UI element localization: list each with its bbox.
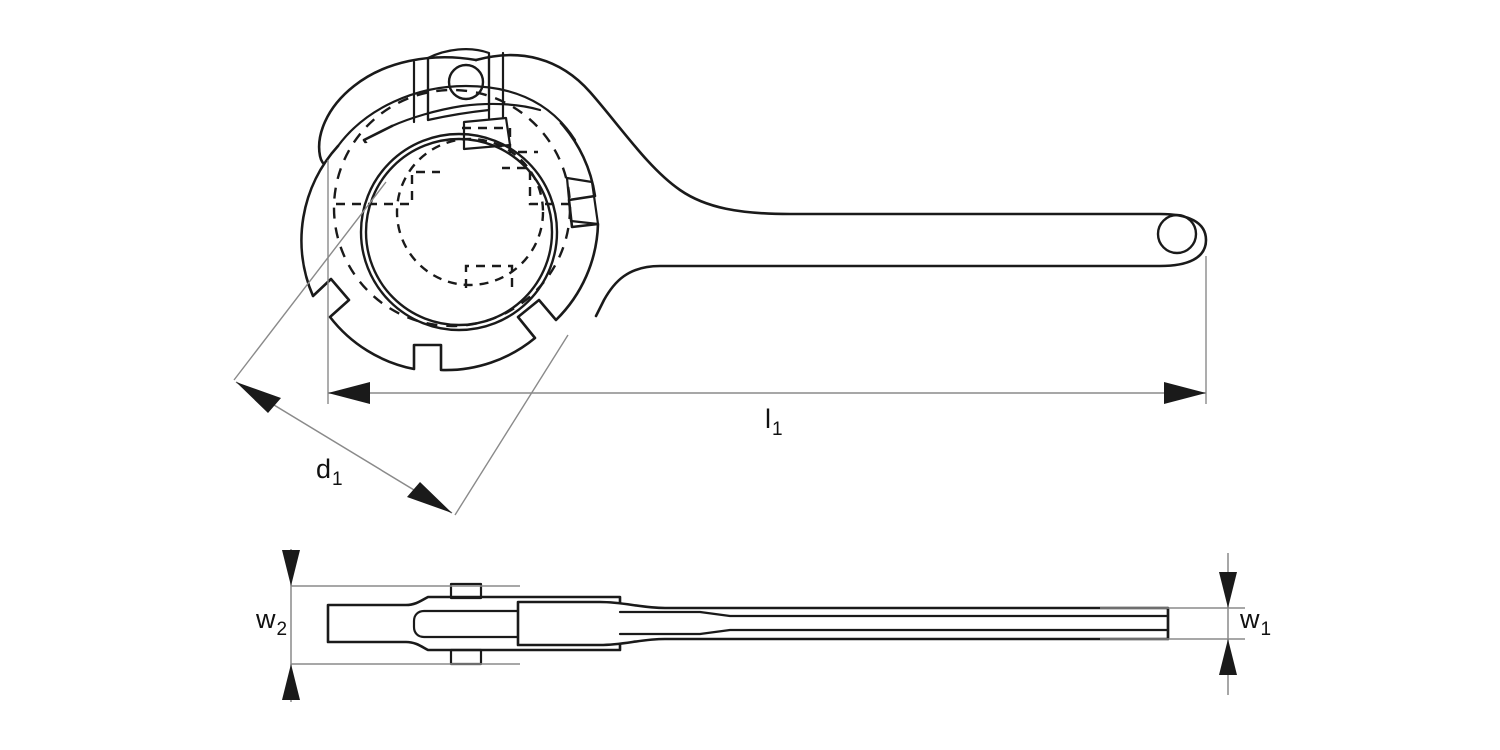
l1-arrow-left [328,382,370,404]
hidden-notch-right [502,166,570,206]
handle-eye-hole [1156,213,1198,255]
ring-lug-top [462,116,512,151]
l1-subscript: 1 [772,419,783,440]
ring-top-arc-highlight [336,84,577,148]
side-handle-inner-line-upper [618,610,1170,618]
w2-label: w2 [255,604,287,640]
w1-subscript: 1 [1261,619,1272,640]
side-pivot-lug-bottom [449,648,483,666]
d1-label: d1 [316,454,343,490]
w2-arrow-top [282,550,300,586]
ring-lug-right [565,176,600,226]
d1-extension-lower [454,334,569,516]
d1-extension-upper [233,181,387,381]
side-view-group [326,582,1170,666]
hook-jaw-inner-edge [390,102,542,128]
pivot-boss-body [426,48,491,122]
d1-arrow-upper [236,382,281,413]
nut-ring-inner-circle [359,132,559,332]
nut-outer-ring [300,121,600,372]
hidden-notch-top [462,126,538,154]
side-inner-jaw-plate [412,609,622,639]
hidden-workpiece-circle-inner [395,137,545,287]
l1-arrow-right [1164,382,1206,404]
hidden-notch-left [336,170,440,206]
l1-label: l1 [765,404,783,440]
w1-arrow-bottom [1219,639,1237,675]
w2-arrow-bottom [282,664,300,700]
w1-arrow-top [1219,572,1237,608]
nut-face-circle [364,137,554,327]
side-handle-inner-line-lower [618,628,1170,636]
w1-label: w1 [1239,604,1271,640]
handle-outline [474,53,1208,318]
d1-subscript: 1 [332,469,343,490]
dimension-l1: l1 [327,160,1207,440]
w2-subscript: 2 [277,619,288,640]
side-handle-bar [516,600,1170,647]
side-pivot-lug-top [449,582,483,600]
pivot-pin-hole [447,63,485,101]
plan-view-group [300,48,1208,372]
d1-arrow-lower [407,482,452,513]
